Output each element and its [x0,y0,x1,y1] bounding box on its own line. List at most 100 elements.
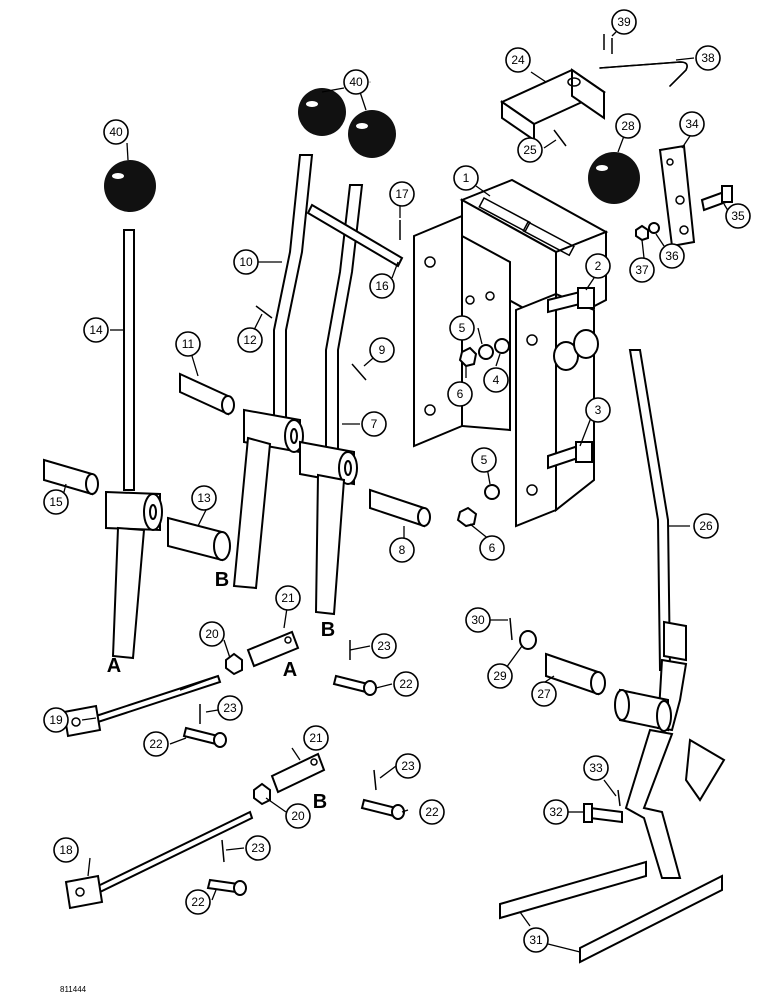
svg-text:13: 13 [197,491,211,505]
svg-text:28: 28 [621,119,635,133]
callout-34: 34 [679,111,705,137]
svg-text:2: 2 [595,259,602,273]
pin-25 [553,129,567,147]
callout-6-lower: 6 [479,535,505,561]
nut-20-top [225,652,243,676]
callout-22-3: 22 [419,799,445,825]
callout-40-left: 40 [103,119,129,145]
svg-text:6: 6 [457,387,464,401]
svg-text:15: 15 [49,495,63,509]
clevis-21-top [246,630,300,668]
washer-36 [648,222,660,234]
callout-27: 27 [531,681,557,707]
nut-20-bottom [253,782,271,806]
callout-1: 1 [453,165,479,191]
callout-38: 38 [695,45,721,71]
callout-23-2: 23 [217,695,243,721]
svg-text:22: 22 [191,895,205,909]
svg-text:23: 23 [251,841,265,855]
svg-text:23: 23 [223,701,237,715]
nut-6-lower [456,506,478,528]
svg-text:33: 33 [589,761,603,775]
callout-5-lower: 5 [471,447,497,473]
svg-text:20: 20 [205,627,219,641]
washer-4 [494,338,510,354]
svg-text:21: 21 [309,731,323,745]
knob-highlight [306,101,318,107]
cotter-23-4 [221,839,225,863]
callout-21-bottom: 21 [303,725,329,751]
svg-text:5: 5 [481,453,488,467]
cotter-23-3 [373,769,377,791]
callout-20-bottom: 20 [285,803,311,829]
knob-right [588,152,640,204]
svg-text:20: 20 [291,809,305,823]
callout-23-1: 23 [371,633,397,659]
svg-text:24: 24 [511,53,525,67]
svg-text:23: 23 [401,759,415,773]
letter-b-left: B [215,569,229,591]
svg-text:23: 23 [377,639,391,653]
svg-text:39: 39 [617,15,631,29]
svg-text:34: 34 [685,117,699,131]
svg-text:4: 4 [493,373,500,387]
callout-15: 15 [43,489,69,515]
callout-22-1: 22 [393,671,419,697]
svg-text:32: 32 [549,805,563,819]
callout-17: 17 [389,181,415,207]
bushing-13 [167,516,231,562]
link-18 [64,810,254,910]
svg-text:6: 6 [489,541,496,555]
bolt-35 [700,185,733,212]
svg-text:25: 25 [523,143,537,157]
callout-39: 39 [611,9,637,35]
callout-13: 13 [191,485,217,511]
pin-33 [617,789,621,807]
svg-text:3: 3 [595,403,602,417]
plate-31a [499,860,647,920]
nut-6 [458,346,478,368]
callout-28: 28 [615,113,641,139]
callout-29: 29 [487,663,513,689]
callout-19: 19 [43,707,69,733]
letter-b-lever7: B [321,619,335,641]
knob-middle-2 [348,110,396,158]
pin-30 [509,617,513,641]
svg-text:17: 17 [395,187,409,201]
pin-22-4 [206,878,247,896]
svg-text:22: 22 [399,677,413,691]
washer-5-lower [484,484,500,500]
plate-31b [579,874,723,964]
callout-16: 16 [369,273,395,299]
callout-3: 3 [585,397,611,423]
callout-33: 33 [583,755,609,781]
callout-23-3: 23 [395,753,421,779]
svg-text:12: 12 [243,333,257,347]
pin-9 [351,363,367,381]
callout-32: 32 [543,799,569,825]
callout-23-4: 23 [245,835,271,861]
callout-12: 12 [237,327,263,353]
callout-35: 35 [725,203,751,229]
callout-31: 31 [523,927,549,953]
svg-text:19: 19 [49,713,63,727]
svg-text:22: 22 [149,737,163,751]
lever-10 [232,154,314,590]
callout-37: 37 [629,257,655,283]
callout-4: 4 [483,367,509,393]
letter-b-clevis: B [313,791,327,813]
bushing-27 [545,652,606,696]
bracket-24 [499,68,607,142]
callout-25: 25 [517,137,543,163]
bolt-2 [547,287,595,314]
callout-20-top: 20 [199,621,225,647]
callout-6: 6 [447,381,473,407]
svg-text:16: 16 [375,279,389,293]
svg-text:37: 37 [635,263,649,277]
svg-text:40: 40 [109,125,123,139]
callout-2: 2 [585,253,611,279]
svg-text:31: 31 [529,933,543,947]
pin-12 [255,305,273,319]
callout-40-mid-1: 40 [343,69,369,95]
